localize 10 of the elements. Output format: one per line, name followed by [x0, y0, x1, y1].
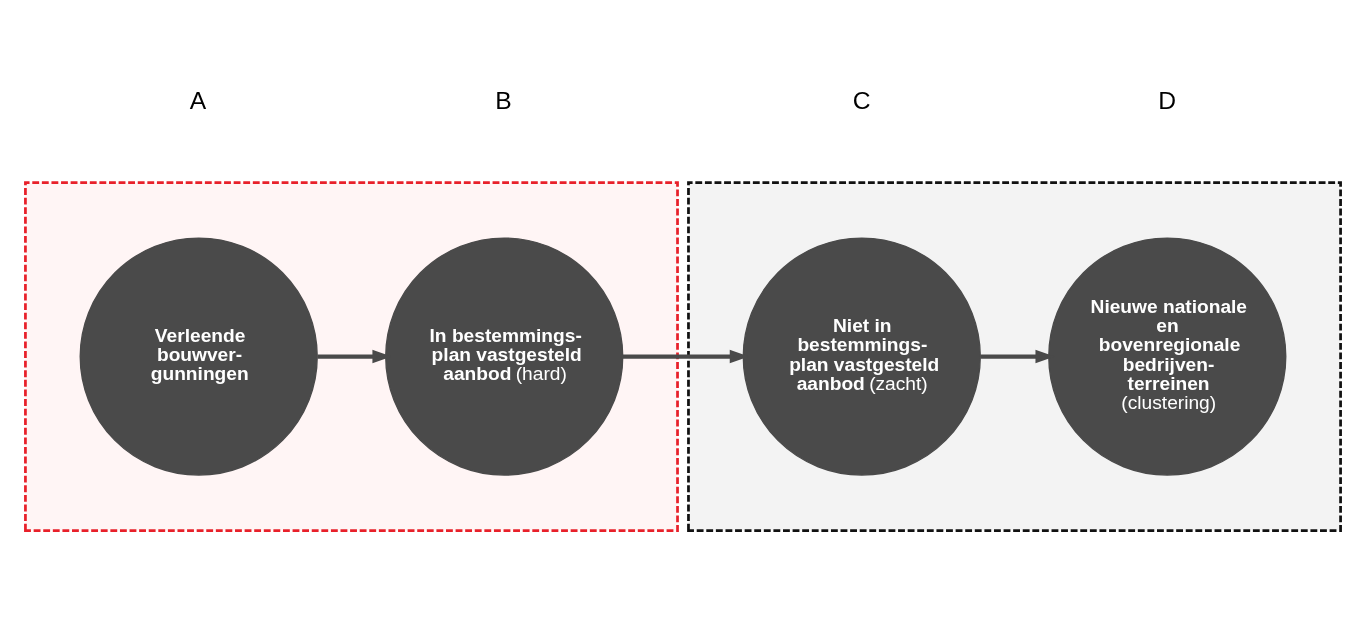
- label: A: [189, 87, 207, 115]
- cluster: [687, 181, 1342, 532]
- node-circle: Nieuwe nationale en bovenregionale bedrijven- terreinen (clustering): [1048, 237, 1287, 476]
- label: B: [495, 87, 512, 115]
- label: D: [1158, 87, 1177, 115]
- node-circle: Verleende bouwver- gunningen: [79, 237, 318, 476]
- node-circle: Niet in bestemmings- plan vastgesteld aanbod (zacht): [742, 237, 981, 476]
- label: C: [852, 87, 871, 115]
- cluster: [24, 181, 679, 532]
- node-circle: In bestemmings- plan vastgesteld aanbod (hard): [385, 237, 624, 476]
